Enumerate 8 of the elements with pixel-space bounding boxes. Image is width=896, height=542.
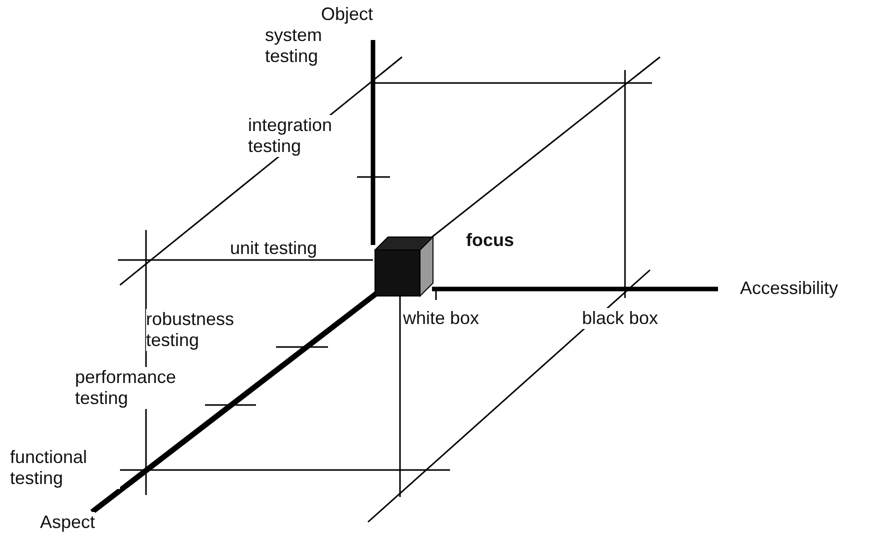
axis-label: Aspect — [40, 512, 96, 533]
tick-label: functional testing — [10, 447, 120, 489]
tick-label: robustness testing — [146, 309, 276, 351]
axis-label: Object — [321, 4, 374, 25]
tick-label: unit testing — [230, 238, 318, 259]
axis-label: Accessibility — [740, 278, 838, 299]
tick-label: black box — [582, 308, 658, 329]
tick-label: performance testing — [75, 367, 205, 409]
